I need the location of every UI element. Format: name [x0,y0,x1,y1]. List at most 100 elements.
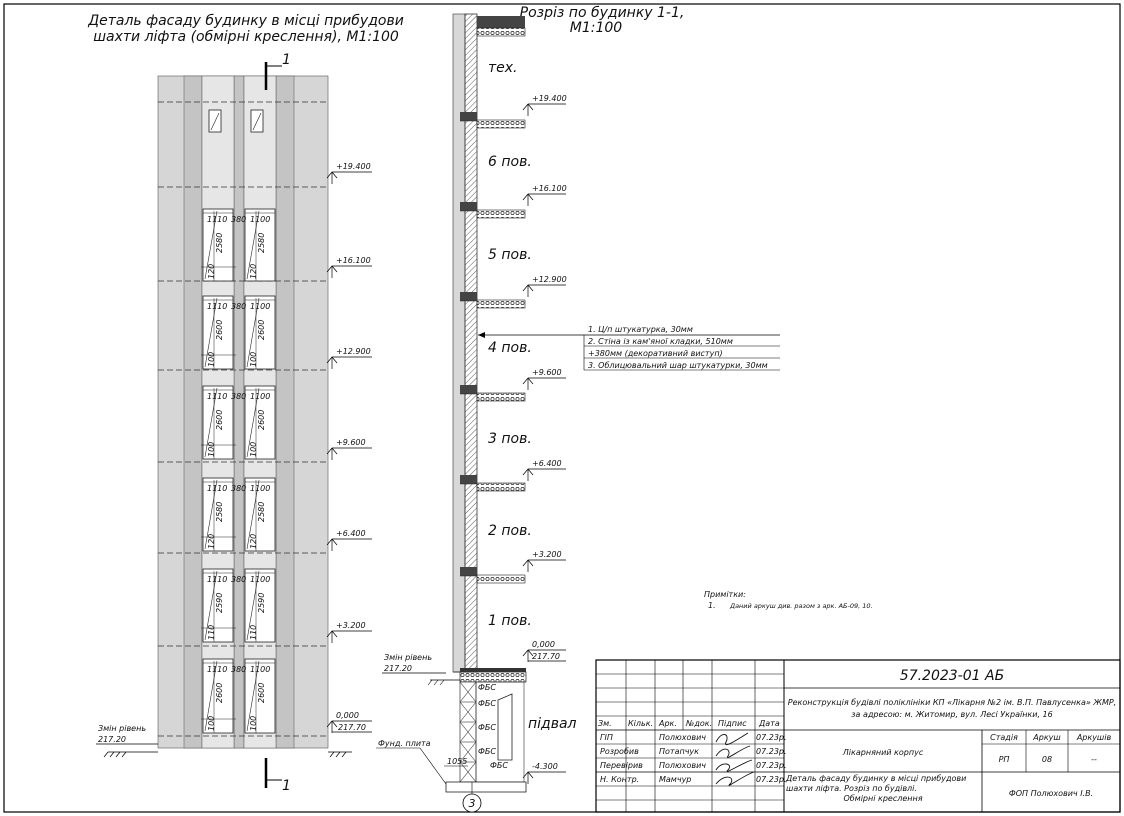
dim-sill-right: 120 [249,264,258,279]
dim-sill-right: 100 [249,442,258,457]
svg-text:Кільк.: Кільк. [628,719,653,728]
dim-height-left: 2600 [215,410,224,430]
dim-width-left: 1110 [207,392,227,401]
svg-text:07.23р.: 07.23р. [756,761,787,770]
dim-width-left: 1110 [207,215,227,224]
dim-height-right: 2600 [257,320,266,340]
section-drawing: Розріз по будинку 1-1, М1:100 тех.6 пов.… [376,5,780,813]
section-title-line2: М1:100 [570,20,623,36]
dim-width-right: 1100 [250,302,270,311]
dim-gap: 380 [231,302,246,311]
floor-slab [460,385,526,402]
sheets-total: -- [1091,755,1097,764]
section-level-mark: +16.100 [522,184,567,206]
svg-text:217.20: 217.20 [98,735,126,744]
floor-slab [460,202,526,219]
floor-label: 1 пов. [488,613,532,629]
section-level-marks: +19.400 +16.100 +12.900 +9.600 +6.400 +3.200 0… [522,94,567,784]
window-right [244,658,276,734]
floor-slab [460,112,526,129]
dim-height-left: 2580 [215,233,224,253]
section-level-mark: +9.600 [522,368,566,390]
level-value: +3.200 [336,621,366,630]
svg-text:Дата: Дата [758,719,780,728]
svg-text:217.20: 217.20 [384,664,412,673]
section-level-mark: +19.400 [522,94,567,116]
facade-level-marks: +19.400+16.100+12.900+9.600+6.400+3.2000… [326,162,372,733]
axis-bubble-3: 3 [462,782,482,813]
title-block-text: 57.2023-01 АБ Реконструкція будівлі полі… [598,668,1116,803]
section-mark-bottom: 1 [282,778,291,794]
window-right [244,477,276,552]
dim-sill-left: 110 [207,625,216,640]
dim-sill-right: 110 [249,625,258,640]
dim-width-left: 1110 [207,665,227,674]
svg-text:Арк.: Арк. [658,719,677,728]
floor-label: тех. [488,60,518,76]
floor-label: 3 пов. [488,431,532,447]
svg-text:Обмірні креслення: Обмірні креслення [843,794,922,803]
svg-text:1055: 1055 [447,757,467,766]
layer-3: 3. Облицювальний шар штукатурки, 30мм [588,361,768,370]
dim-height-right: 2600 [257,410,266,430]
facade-windows: 1110 380 1100 2580 2580 120 120 1110 380 1100 2600… [201,208,276,734]
level-mark: +6.400 [326,529,372,551]
section-level-value: -4.300 [532,762,558,771]
sheet-title: Деталь фасаду будинку в місці прибудови [785,774,966,783]
drawing-code: 57.2023-01 АБ [900,668,1004,684]
basement: ФБС ФБС ФБС ФБС ФБС підвал 1055 [444,668,577,793]
level-value: +16.100 [336,256,371,265]
svg-text:Стадія: Стадія [990,733,1018,742]
layer-1: 1. Ц/п штукатурка, 30мм [588,325,693,334]
dim-gap: 380 [231,484,246,493]
floor-label-basement: підвал [528,716,577,732]
dim-width-right: 1100 [250,392,270,401]
svg-text:1.: 1. [708,601,716,610]
facade-ground-level: Змін рівень 217.20 [96,724,158,758]
floor-slab [460,567,526,584]
notes-title: Примітки: [704,590,746,599]
layer-2: 2. Стіна із кам'яної кладки, 510мм [588,337,733,346]
section-cut-bottom: 1 [264,758,291,794]
section-level-value: +16.100 [532,184,567,193]
level-value: +6.400 [336,529,366,538]
window-right [244,295,276,370]
dim-sill-right: 100 [249,716,258,731]
dim-sill-right: 120 [249,534,258,549]
window-left [202,295,234,370]
section-level-value: +19.400 [532,94,567,103]
section-level-value: +9.600 [532,368,562,377]
wall-layers-callout: 1. Ц/п штукатурка, 30мм 2. Стіна із кам'… [478,325,780,371]
notes: Примітки: 1. Даний аркуш див. разом з ар… [704,590,873,610]
window-right [244,208,276,282]
svg-text:шахти ліфта. Розріз по будівлі: шахти ліфта. Розріз по будівлі. [786,784,917,793]
floor-label: 6 пов. [488,154,532,170]
dim-sill-left: 100 [207,716,216,731]
signature-marks [715,732,755,786]
dim-height-left: 2600 [215,683,224,703]
svg-text:Потапчук: Потапчук [659,747,699,756]
svg-text:ФБС: ФБС [478,683,496,692]
facade-title-line2: шахти ліфта (обмірні креслення), М1:100 [93,29,399,45]
section-level-mark: +3.200 [522,550,566,572]
roof-slab [477,16,525,28]
svg-text:07.23р.: 07.23р. [756,733,787,742]
dim-sill-left: 120 [207,264,216,279]
section-ground-level: Змін рівень 217.20 Фунд. плита [376,653,460,785]
dim-sill-left: 100 [207,352,216,367]
section-level-value: +12.900 [532,275,567,284]
svg-text:Полюхович: Полюхович [659,761,706,770]
svg-text:Розробив: Розробив [600,747,639,756]
floor-label: 5 пов. [488,247,532,263]
section-level-value: +6.400 [532,459,562,468]
facade-title-line1: Деталь фасаду будинку в місці прибудови [87,13,404,29]
level-mark: +16.100 [326,256,372,278]
svg-text:Аркуш: Аркуш [1032,733,1061,742]
dim-height-left: 2580 [215,502,224,522]
